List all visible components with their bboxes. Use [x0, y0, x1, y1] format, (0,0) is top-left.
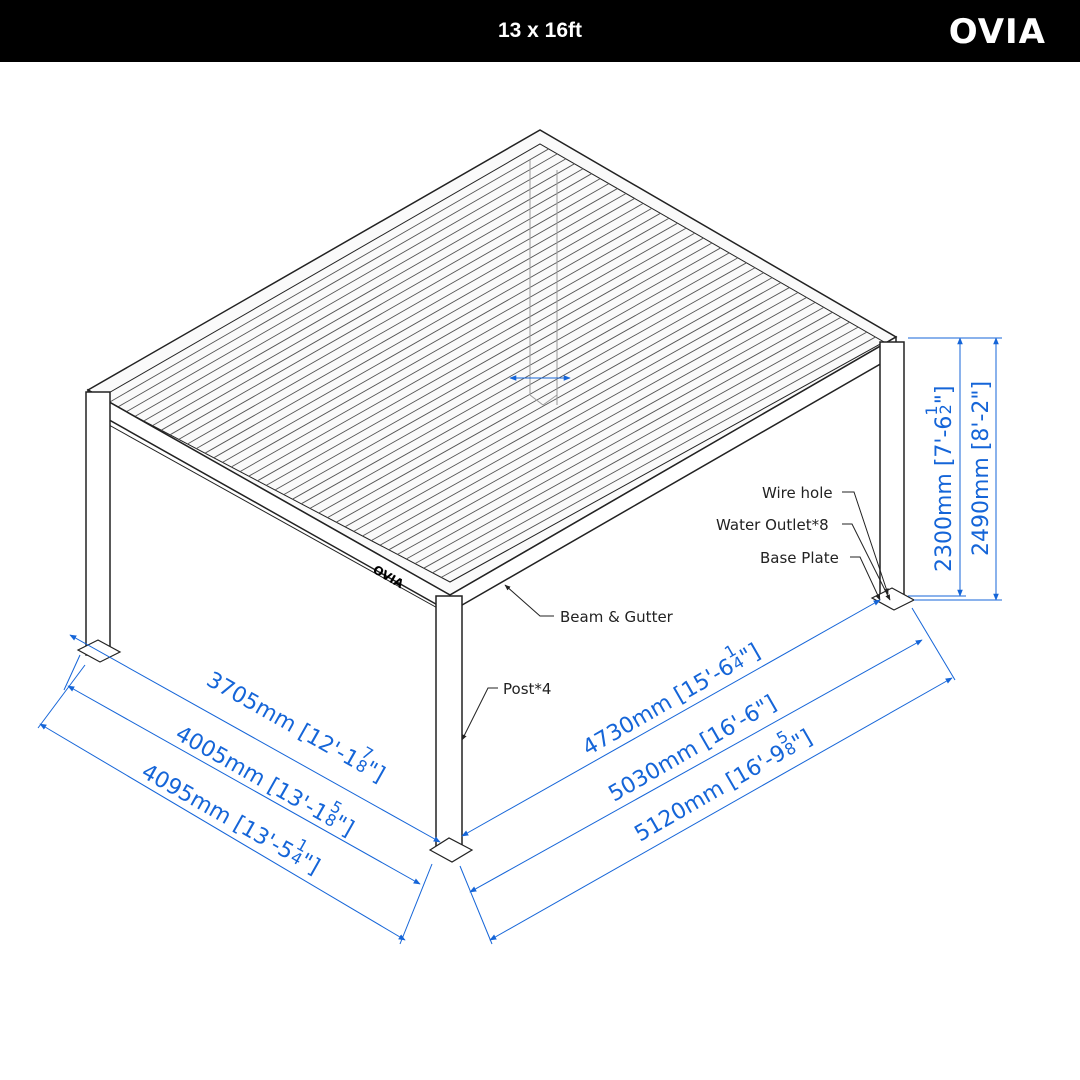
louver-blade [344, 282, 782, 528]
louver-blade [309, 262, 747, 509]
page-title: 13 x 16ft [497, 19, 583, 42]
louver-blade [397, 311, 833, 555]
louver-blade [432, 331, 868, 574]
louver-blade [406, 316, 842, 560]
svg-text:4005mm [13'-158"]: 4005mm [13'-158"] [171, 713, 363, 842]
louver-blade [362, 292, 799, 537]
louver-blade [248, 227, 687, 477]
louver-blade [196, 198, 635, 449]
louver-blade [423, 326, 859, 569]
roof-louvers [108, 148, 876, 578]
louver-blade [274, 242, 713, 491]
louver-blade [371, 297, 807, 541]
louver-blade [353, 287, 790, 532]
louver-blade [204, 203, 644, 454]
louver-blade [283, 247, 721, 495]
louver-blade [441, 336, 876, 578]
header-bar: 13 x 16ft OVIA [0, 0, 1080, 62]
louver-blade [379, 302, 816, 546]
louver-blade [327, 272, 764, 518]
louver-blade [301, 257, 739, 505]
louver-blade [222, 212, 661, 463]
dim-length-inner: 4730mm [15'-614"] [574, 631, 765, 762]
louver-blade [126, 158, 567, 413]
louver-blade [266, 237, 704, 486]
louver-blade [134, 163, 575, 417]
beam-gutter-label: Beam & Gutter [560, 608, 674, 626]
svg-text:2300mm [7'-612"]: 2300mm [7'-612"] [922, 386, 957, 572]
louver-blade [117, 153, 558, 408]
base-plate-label: Base Plate [760, 549, 839, 567]
louver-blade [318, 267, 756, 514]
louver-blade [231, 217, 670, 468]
posts [85, 341, 905, 849]
louver-blade [152, 173, 592, 426]
water-outlet-label: Water Outlet*8 [716, 516, 829, 534]
louver-blade [336, 277, 773, 523]
louver-blade [178, 188, 618, 440]
louver-blade [187, 193, 627, 445]
dim-height-inner: 2300mm [7'-612"] [922, 386, 957, 572]
louver-blade [213, 207, 653, 459]
dim-height-outer: 2490mm [8'-2"] [969, 381, 994, 556]
wire-hole-label: Wire hole [762, 484, 833, 502]
louver-blade [257, 232, 696, 482]
back-post [529, 160, 558, 406]
louver-blade [143, 168, 584, 422]
louver-blade [108, 148, 549, 403]
louver-blade [161, 178, 601, 431]
louver-blade [388, 306, 825, 551]
post-label: Post*4 [503, 680, 551, 698]
svg-text:2490mm [8'-2"]: 2490mm [8'-2"] [969, 381, 994, 556]
dimension-lines [37, 337, 1002, 945]
brand-logo: OVIA [948, 12, 1046, 52]
louver-blade [239, 222, 678, 472]
louver-blade [169, 183, 610, 436]
svg-text:4730mm [15'-614"]: 4730mm [15'-614"] [574, 631, 765, 762]
louver-blade [414, 321, 850, 564]
dim-width-mid: 4005mm [13'-158"] [171, 713, 363, 842]
